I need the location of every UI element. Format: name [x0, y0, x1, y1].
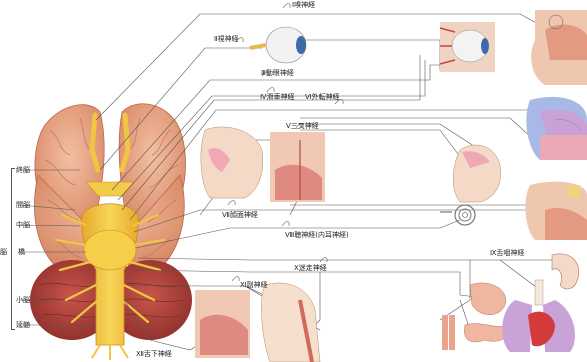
label-oculomotor-nerve: Ⅲ動眼神経: [261, 69, 294, 78]
face-illustration-v1: [201, 127, 263, 198]
spinal-roots: [92, 345, 128, 360]
label-facial-nerve: Ⅶ顔面神経: [222, 211, 258, 220]
trigeminal-face-zones: [526, 97, 587, 160]
brain-bracket: [11, 168, 15, 330]
label-cerebellum: 小脳: [16, 296, 30, 305]
eye-orbit-section: [440, 22, 495, 72]
eyeball-illustration: [250, 27, 306, 63]
nasal-cavity-section: [531, 10, 587, 85]
face-illustration-v2: [453, 145, 500, 202]
brain-illustration: [30, 104, 192, 360]
label-trigeminal-nerve: Ⅴ三叉神経: [286, 122, 319, 131]
label-glossopharyngeal-nerve: Ⅸ舌咽神経: [490, 249, 524, 258]
label-pons: 橋: [18, 248, 25, 257]
brain-group-label: 脳: [0, 248, 7, 257]
label-optic-nerve: Ⅱ視神経: [214, 35, 238, 44]
label-vestibulocochlear-nerve: Ⅷ聴神経(内耳神経): [285, 231, 349, 240]
tongue-section-xii: [195, 290, 250, 358]
label-medulla: 延髄: [16, 321, 30, 330]
label-midbrain: 中脳: [16, 221, 30, 230]
label-olfactory-nerve: Ⅰ嗅神経: [292, 1, 315, 10]
label-diencephalon: 間脳: [16, 201, 30, 210]
tongue-taste-section: [525, 182, 587, 240]
ear-illustration: [552, 254, 579, 289]
label-hypoglossal-nerve: Ⅻ舌下神経: [136, 350, 172, 359]
label-accessory-nerve: Ⅺ副神経: [240, 281, 268, 290]
cochlea-illustration: [440, 205, 475, 225]
label-telencephalon: 終脳: [16, 166, 30, 175]
label-vagus-nerve: Ⅹ迷走神経: [294, 264, 327, 273]
neck-illustration: [261, 283, 320, 362]
label-abducens-nerve: Ⅵ外転神経: [305, 93, 339, 102]
thoracic-organs: [502, 280, 575, 352]
digestive-organs: [445, 283, 511, 350]
oral-cavity-section: [270, 132, 325, 202]
pons: [84, 230, 136, 270]
label-trochlear-nerve: Ⅳ滑車神経: [260, 93, 294, 102]
